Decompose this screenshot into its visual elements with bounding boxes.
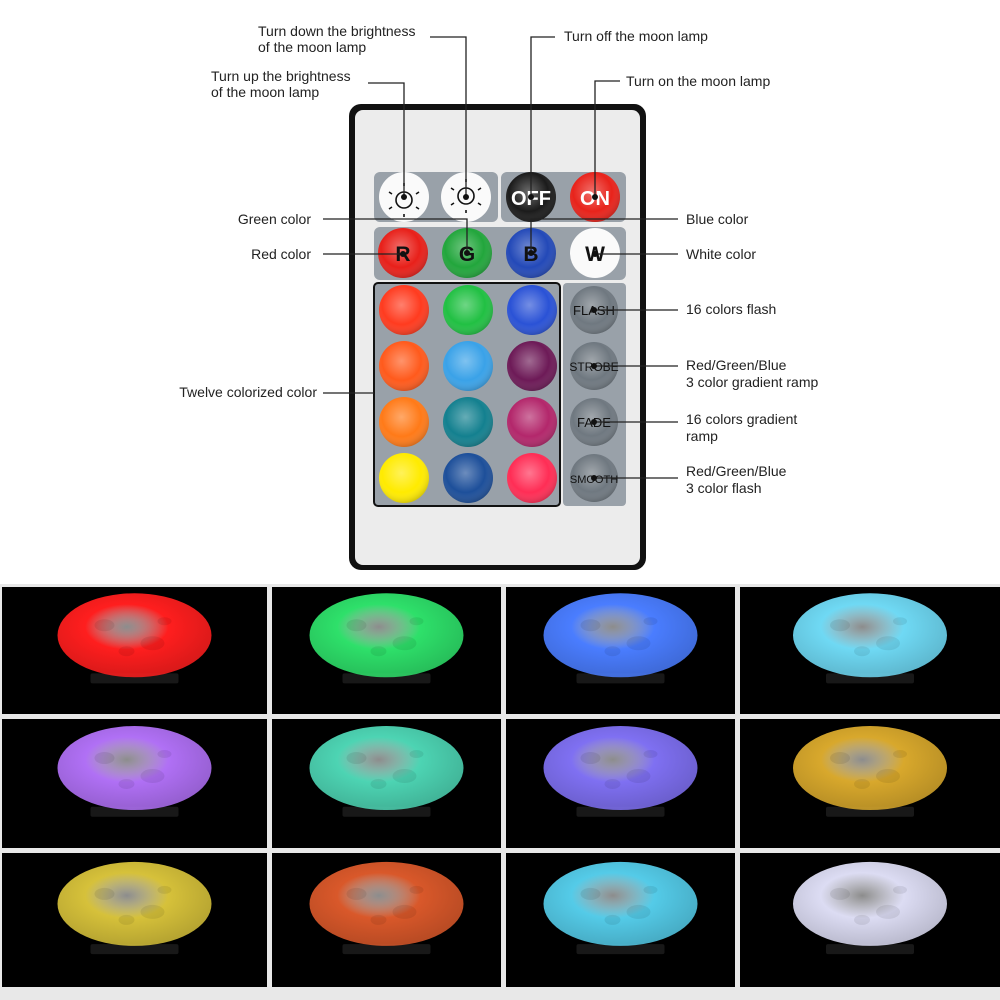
moon-lamp-tile-5 — [2, 719, 267, 848]
label-smooth-line2: 3 color flash — [686, 480, 761, 496]
label-flash: 16 colors flash — [686, 301, 776, 317]
moon-lamp — [793, 593, 947, 678]
callout-labels: Turn down the brightness of the moon lam… — [179, 23, 818, 496]
label-strobe-line2: 3 color gradient ramp — [686, 374, 819, 390]
color-button-1[interactable] — [379, 285, 429, 335]
callout-off — [530, 36, 555, 197]
moon-lamp-tile-3 — [506, 587, 735, 714]
mode-panel — [563, 283, 626, 506]
callout-green — [323, 218, 468, 253]
color-button-11[interactable] — [443, 453, 493, 503]
moon-lamp — [57, 593, 212, 678]
label-turn-off: Turn off the moon lamp — [564, 28, 708, 44]
moon-lamp-tile-10 — [272, 853, 501, 987]
moon-lamp — [57, 861, 212, 946]
callout-on — [594, 80, 620, 197]
label-red-color: Red color — [251, 246, 311, 262]
callout-brightness-up — [368, 82, 405, 197]
moon-lamp-tile-8 — [740, 719, 1000, 848]
label-blue-color: Blue color — [686, 211, 749, 227]
remote-control: OFF ON R G B W — [349, 104, 646, 570]
label-green-color: Green color — [238, 211, 311, 227]
moon-lamp-tile-7 — [506, 719, 735, 848]
label-brightness-down-line2: of the moon lamp — [258, 39, 366, 55]
moon-lamp — [309, 861, 464, 946]
label-turn-on: Turn on the moon lamp — [626, 73, 770, 89]
color-button-5[interactable] — [443, 341, 493, 391]
moon-lamp — [543, 593, 698, 678]
color-button-4[interactable] — [379, 341, 429, 391]
callout-lines — [323, 36, 678, 479]
moon-lamp-tile-9 — [2, 853, 267, 987]
label-white-color: White color — [686, 246, 756, 262]
color-button-3[interactable] — [507, 285, 557, 335]
color-button-7[interactable] — [379, 397, 429, 447]
color-button-12[interactable] — [507, 453, 557, 503]
callout-dots — [400, 194, 598, 481]
color-button-8[interactable] — [443, 397, 493, 447]
label-fade-line2: ramp — [686, 428, 718, 444]
rgbw-panel — [374, 227, 626, 280]
moon-lamp — [543, 726, 698, 811]
moon-lamp — [543, 861, 698, 946]
label-brightness-up-line1: Turn up the brightness — [211, 68, 351, 84]
label-twelve-colors: Twelve colorized color — [179, 384, 317, 400]
moon-lamp-color-grid — [0, 584, 1000, 1000]
label-strobe-line1: Red/Green/Blue — [686, 357, 787, 373]
callout-brightness-down — [430, 36, 467, 197]
color-grid-panel — [374, 283, 560, 506]
label-brightness-down-line1: Turn down the brightness — [258, 23, 415, 39]
moon-lamp-tile-12 — [740, 853, 1000, 987]
label-smooth-line1: Red/Green/Blue — [686, 463, 787, 479]
moon-lamp — [793, 726, 947, 811]
moon-lamp-tile-4 — [740, 587, 1000, 714]
label-fade-line1: 16 colors gradient — [686, 411, 797, 427]
color-button-9[interactable] — [507, 397, 557, 447]
color-button-6[interactable] — [507, 341, 557, 391]
color-button-2[interactable] — [443, 285, 493, 335]
moon-lamp — [793, 861, 947, 946]
moon-lamp-tile-2 — [272, 587, 501, 714]
color-grid — [379, 285, 557, 503]
moon-lamp — [309, 593, 464, 678]
callout-blue — [530, 218, 678, 253]
color-button-10[interactable] — [379, 453, 429, 503]
moon-lamp-tile-1 — [2, 587, 267, 714]
moon-lamp — [57, 726, 212, 811]
moon-lamp-tile-11 — [506, 853, 735, 987]
label-brightness-up-line2: of the moon lamp — [211, 84, 319, 100]
moon-lamp-tile-6 — [272, 719, 501, 848]
moon-lamp — [309, 726, 464, 811]
